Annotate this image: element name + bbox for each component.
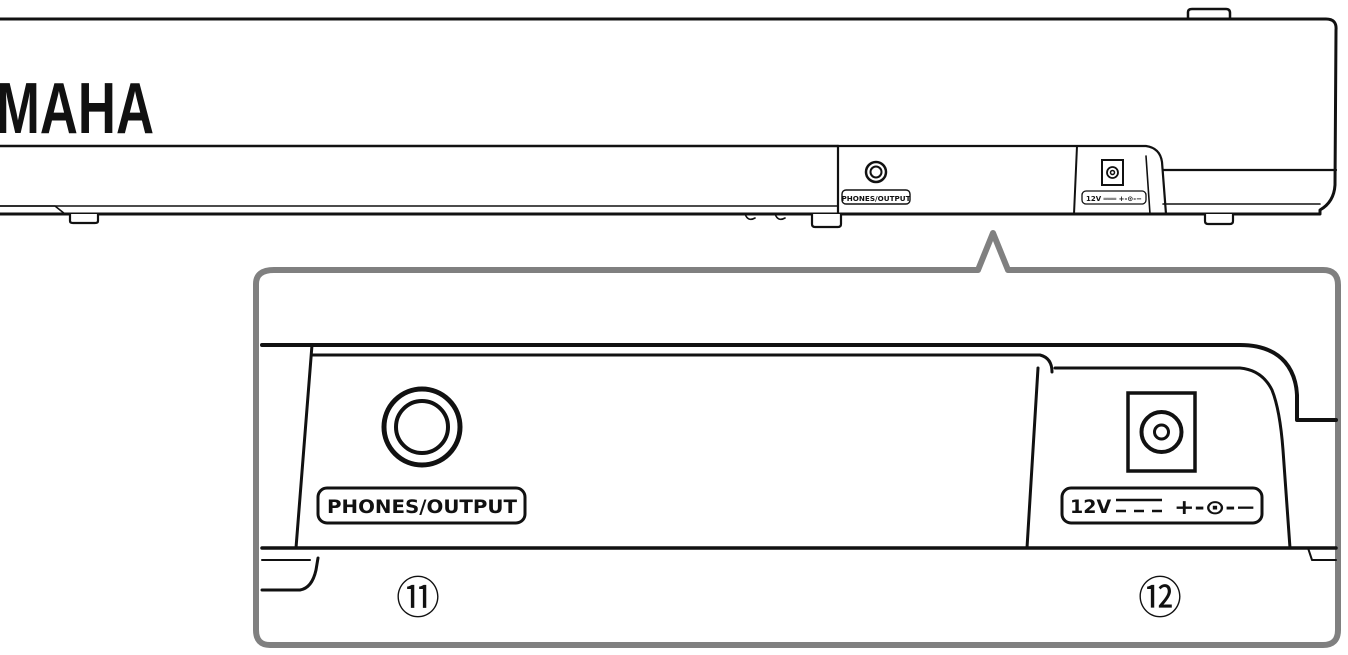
phones-output-label-small-frame	[841, 189, 911, 205]
dc-in-label-small-frame	[1081, 190, 1147, 205]
brand-logo: MAHA	[0, 69, 154, 149]
phones-output-label-frame	[316, 486, 527, 525]
dc-in-label-small: 12V ═══ +-⊙-−	[1086, 195, 1142, 203]
keyboard-body-overview	[0, 7, 1338, 229]
dc-in-voltage-label: 12V	[1070, 496, 1111, 518]
detail-panel	[260, 343, 1338, 592]
callout-number-11: ⑪	[396, 573, 440, 624]
dc-polarity-label: +-⊙-−	[1174, 495, 1256, 519]
callout-number-12: ⑫	[1138, 573, 1182, 624]
dc-in-jack-small	[1101, 159, 1124, 186]
dc-in-label-frame	[1060, 486, 1264, 525]
dc-symbol-icon	[1116, 498, 1162, 513]
phones-output-label-small: PHONES/OUTPUT	[842, 194, 911, 203]
dc-in-jack	[1126, 391, 1197, 473]
phones-output-label: PHONES/OUTPUT	[327, 496, 517, 518]
phones-output-jack-small	[864, 160, 888, 184]
callout-frame	[253, 230, 1341, 648]
phones-output-jack	[381, 386, 463, 468]
